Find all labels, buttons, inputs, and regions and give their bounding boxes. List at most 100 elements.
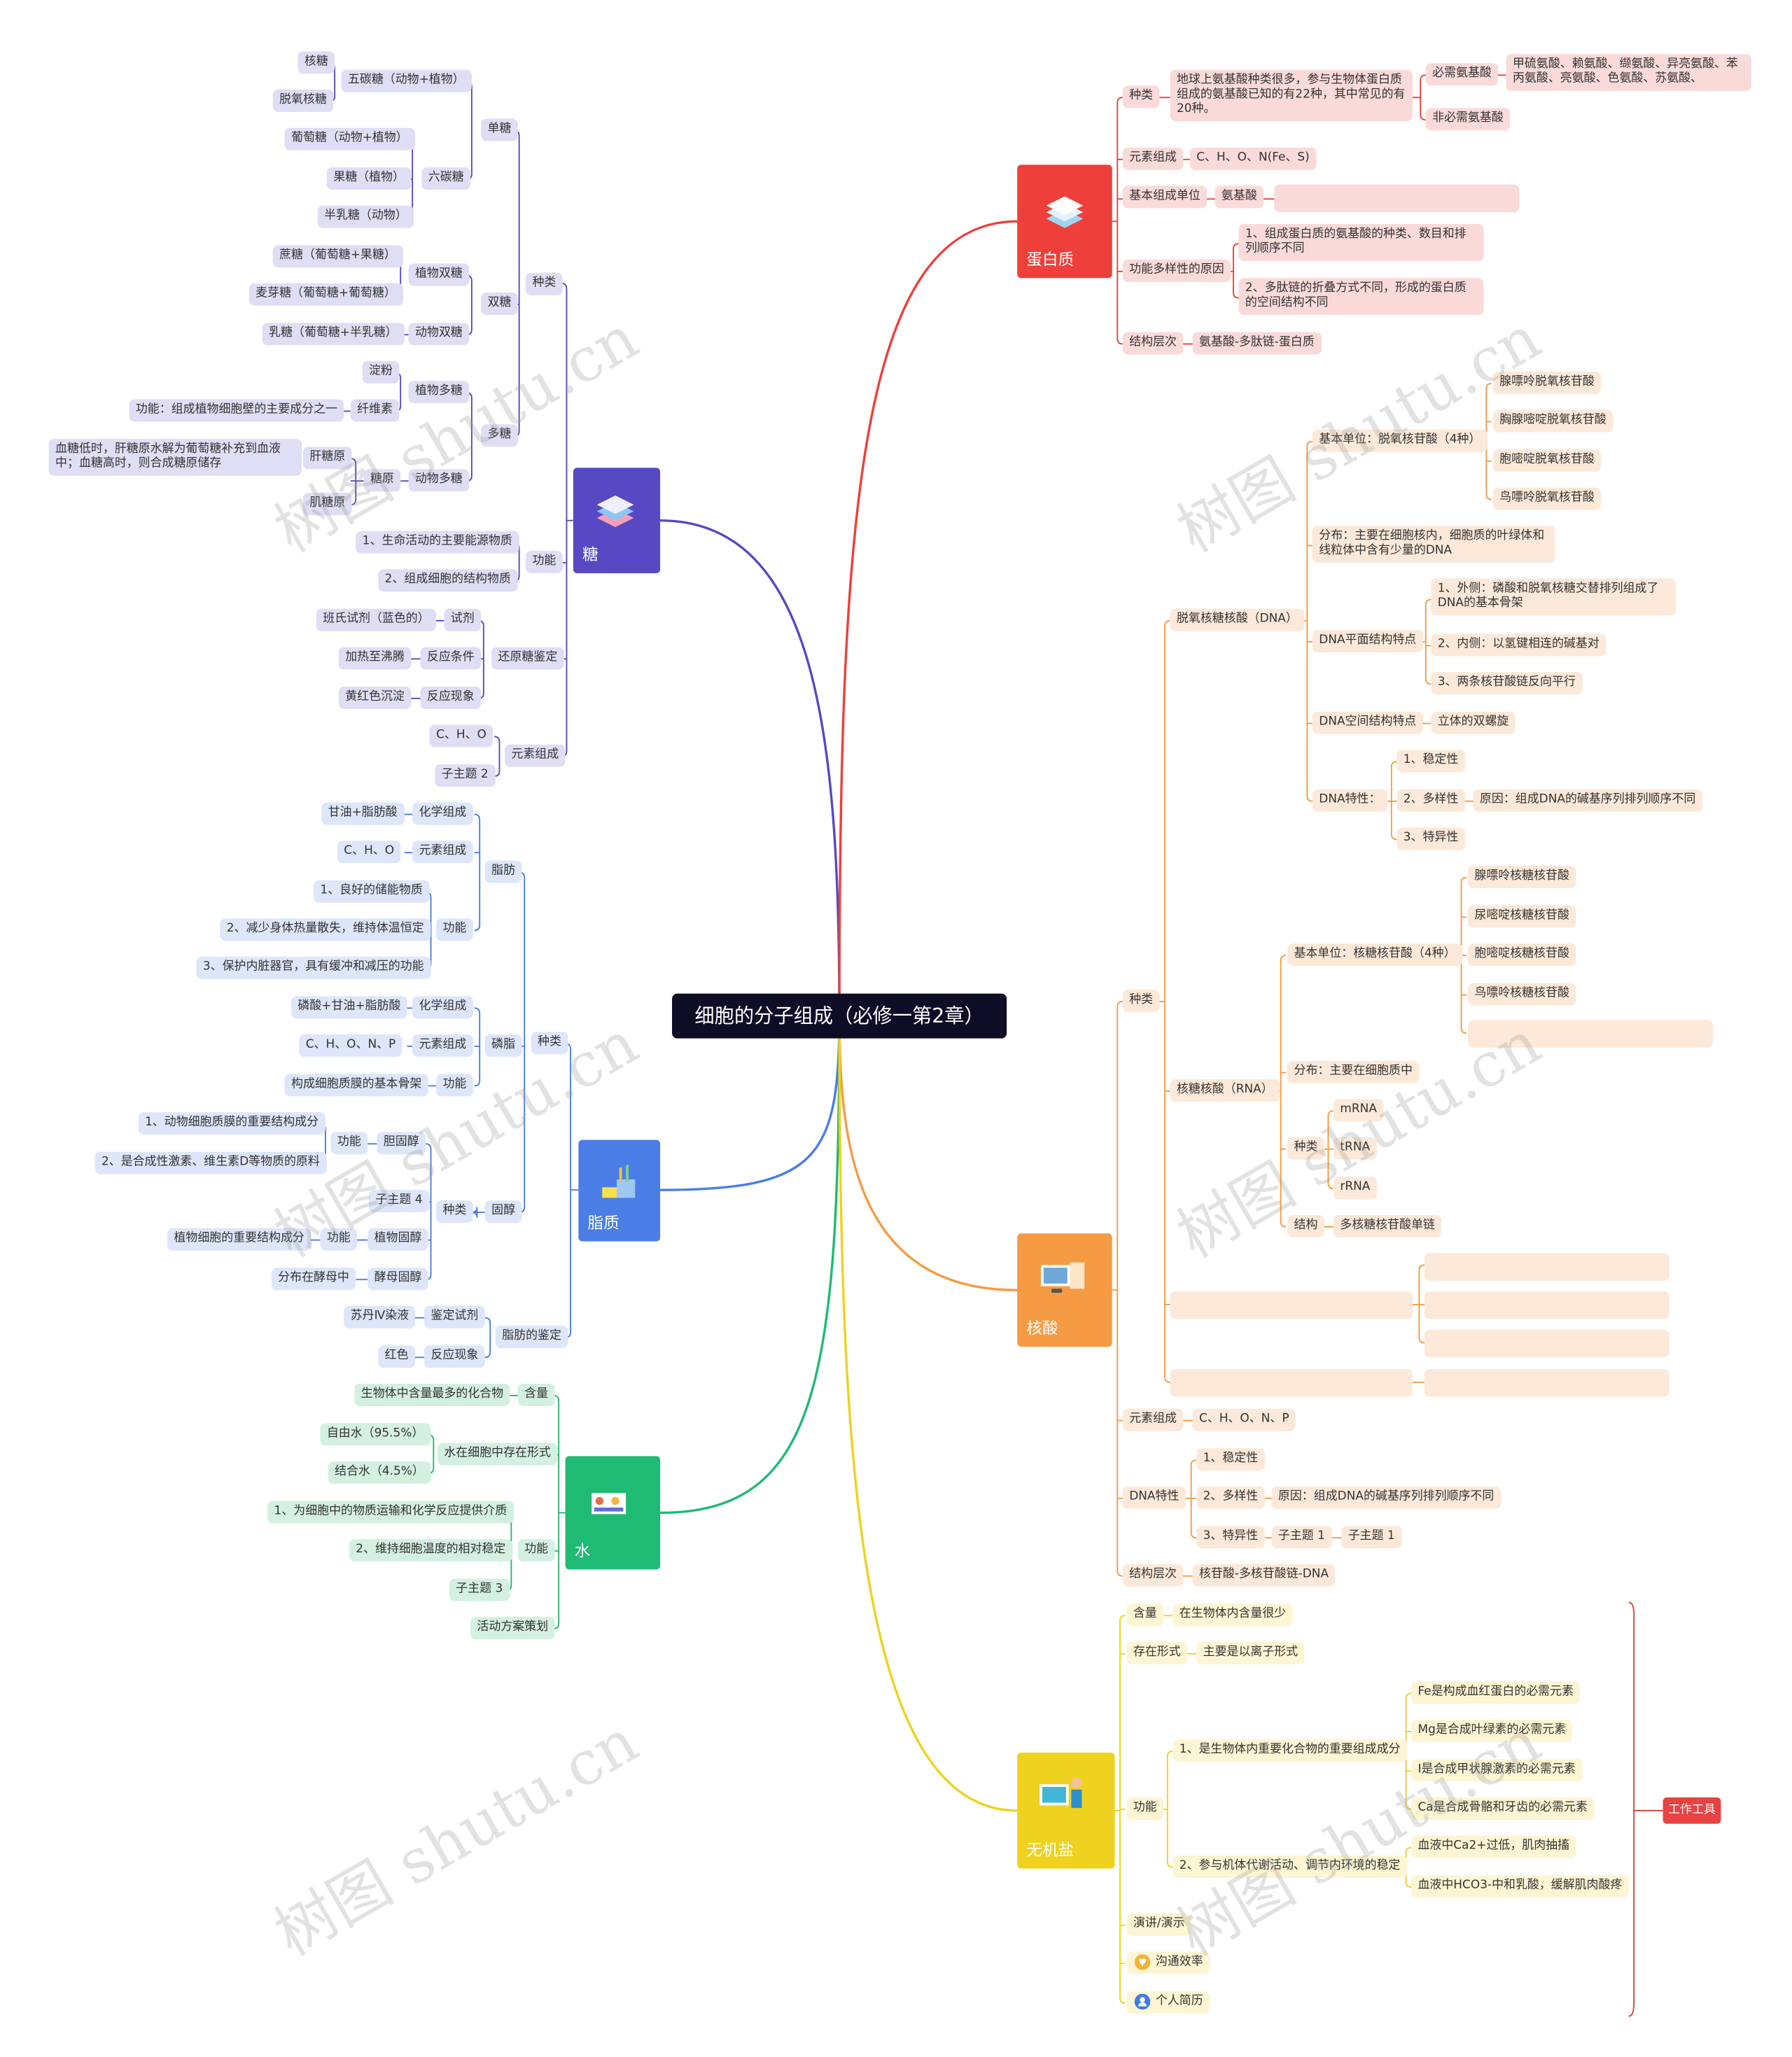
branch-water[interactable]: 水: [565, 1456, 661, 1570]
water-function-2[interactable]: 2、维持细胞温度的相对稳定: [349, 1539, 512, 1562]
nucleic-dna-distribution[interactable]: 分布：主要在细胞核内，细胞质的叶绿体和线粒体中含有少量的DNA: [1312, 526, 1555, 563]
nucleic-blank-node-2[interactable]: [1424, 1253, 1670, 1282]
nucleic-rna-nucleotide-2[interactable]: 尿嘧啶核糖核苷酸: [1467, 905, 1576, 928]
sugar-boil[interactable]: 加热至沸腾: [338, 647, 412, 670]
lipid-chol-function[interactable]: 功能: [330, 1132, 368, 1155]
protein-diversity-2[interactable]: 2、多肽链的折叠方式不同，形成的蛋白质的空间结构不同: [1238, 278, 1484, 315]
nucleic-rna-nucleotide-1[interactable]: 腺嘌呤核糖核苷酸: [1467, 865, 1576, 889]
nucleic-dna-property-3[interactable]: 3、特异性: [1396, 827, 1465, 850]
lipid-red[interactable]: 红色: [378, 1345, 415, 1368]
branch-lipid[interactable]: 脂质: [578, 1139, 661, 1242]
nucleic-property-3-subtopic[interactable]: 子主题 1: [1271, 1526, 1332, 1549]
lipid-fat-f3[interactable]: 3、保护内脏器官，具有缓冲和减压的功能: [196, 956, 431, 979]
protein-blank-node[interactable]: [1274, 184, 1520, 213]
nucleic-dna-property-reason[interactable]: 原因：组成DNA的碱基序列排列顺序不同: [1473, 789, 1702, 812]
protein-unit[interactable]: 基本组成单位: [1122, 185, 1208, 209]
salt-efficiency[interactable]: 沟通效率: [1126, 1951, 1210, 1974]
salt-function-1[interactable]: 1、是生物体内重要化合物的重要组成成分: [1172, 1739, 1407, 1762]
nucleic-property-2[interactable]: 2、多样性: [1196, 1486, 1265, 1509]
salt-form[interactable]: 存在形式: [1126, 1641, 1188, 1664]
sugar-liver-glycogen-function[interactable]: 血糖低时，肝糖原水解为葡萄糖补充到血液中；血糖高时，则合成糖原储存: [48, 438, 302, 476]
branch-protein[interactable]: 蛋白质: [1017, 164, 1112, 279]
lipid-fat-chem[interactable]: 化学组成: [412, 802, 473, 825]
nucleic-elements-value[interactable]: C、H、O、N、P: [1192, 1408, 1296, 1431]
lipid-fat-cho[interactable]: C、H、O: [337, 841, 401, 864]
lipid-phospho-elements[interactable]: 元素组成: [412, 1034, 473, 1058]
salt-ca-low[interactable]: 血液中Ca2+过低，肌肉抽搐: [1411, 1835, 1576, 1858]
water-subtopic-3[interactable]: 子主题 3: [449, 1578, 510, 1601]
lipid-sudan[interactable]: 苏丹Ⅳ染液: [344, 1305, 416, 1328]
nucleic-rna-unit[interactable]: 基本单位：核糖核苷酸（4种）: [1287, 943, 1462, 967]
water-free[interactable]: 自由水（95.5%）: [320, 1423, 430, 1446]
protein-levels[interactable]: 结构层次: [1122, 332, 1184, 355]
salt-function[interactable]: 功能: [1126, 1797, 1164, 1820]
sugar-subtopic-2[interactable]: 子主题 2: [435, 764, 496, 787]
nucleic-dna[interactable]: 脱氧核糖核酸（DNA）: [1170, 608, 1305, 631]
lipid-plant-sterol-value[interactable]: 植物细胞的重要结构成分: [167, 1228, 312, 1251]
protein-levels-value[interactable]: 氨基酸-多肽链-蛋白质: [1192, 332, 1322, 355]
nucleic-blank-node-5[interactable]: [1170, 1369, 1413, 1397]
salt-fe[interactable]: Fe是构成血红蛋白的必需元素: [1411, 1681, 1581, 1704]
lipid-phospholipid[interactable]: 磷脂: [484, 1034, 522, 1058]
sugar-monosaccharide[interactable]: 单糖: [481, 118, 518, 141]
water-content-value[interactable]: 生物体中含量最多的化合物: [354, 1383, 510, 1406]
lipid-plant-sterol-function[interactable]: 功能: [320, 1228, 358, 1251]
nucleic-dna-plane[interactable]: DNA平面结构特点: [1312, 629, 1423, 652]
branch-sugar[interactable]: 糖: [573, 468, 661, 574]
nucleic-rna-kinds[interactable]: 种类: [1287, 1137, 1324, 1160]
nucleic-blank-node-6[interactable]: [1424, 1369, 1670, 1397]
nucleic-blank-node-3[interactable]: [1424, 1291, 1670, 1319]
sugar-benedict-reagent[interactable]: 班氏试剂（蓝色的）: [316, 608, 437, 631]
sugar-elements[interactable]: 元素组成: [504, 744, 566, 767]
sugar-kinds[interactable]: 种类: [526, 272, 563, 295]
water-function[interactable]: 功能: [517, 1539, 555, 1562]
salt-mg[interactable]: Mg是合成叶绿素的必需元素: [1411, 1720, 1573, 1743]
nucleic-rna-distribution[interactable]: 分布：主要在细胞质中: [1287, 1060, 1420, 1083]
lipid-plant-sterol[interactable]: 植物固醇: [368, 1228, 428, 1251]
nucleic-property[interactable]: DNA特性: [1122, 1486, 1186, 1509]
sugar-reducing-test[interactable]: 还原糖鉴定: [491, 647, 564, 670]
sugar-pentose[interactable]: 五碳糖（动物+植物）: [341, 69, 472, 92]
nucleic-blank-node-4[interactable]: [1424, 1329, 1670, 1358]
nucleic-property-3-subtopic-2[interactable]: 子主题 1: [1341, 1526, 1402, 1549]
lipid-chol-f1[interactable]: 1、动物细胞质膜的重要结构成分: [138, 1112, 326, 1135]
lipid-ident-phenomenon[interactable]: 反应现象: [424, 1345, 485, 1368]
protein-elements[interactable]: 元素组成: [1122, 147, 1184, 170]
protein-diversity-1[interactable]: 1、组成蛋白质的氨基酸的种类、数目和排列顺序不同: [1238, 224, 1484, 261]
branch-nucleic[interactable]: 核酸: [1017, 1233, 1112, 1347]
nucleic-property-1[interactable]: 1、稳定性: [1196, 1448, 1265, 1471]
tool-topic[interactable]: 工作工具: [1662, 1797, 1721, 1824]
nucleic-dna-space[interactable]: DNA空间结构特点: [1312, 711, 1423, 734]
sugar-muscle-glycogen[interactable]: 肌糖原: [302, 493, 352, 516]
nucleic-dna-plane-1[interactable]: 1、外侧：磷酸和脱氧核糖交替排列组成了DNA的基本骨架: [1431, 578, 1676, 616]
nucleic-levels-value[interactable]: 核苷酸-多核苷酸链-DNA: [1192, 1564, 1336, 1587]
nucleic-rna-blank-node[interactable]: [1467, 1020, 1714, 1048]
nucleic-dna-property-2[interactable]: 2、多样性: [1396, 789, 1465, 812]
lipid-phospho-elements-value[interactable]: C、H、O、N、P: [299, 1034, 402, 1058]
sugar-function[interactable]: 功能: [526, 551, 563, 574]
nucleic-blank-node-1[interactable]: [1170, 1291, 1413, 1319]
sugar-cellulose[interactable]: 纤维素: [350, 399, 400, 422]
lipid-yeast-sterol-value[interactable]: 分布在酵母中: [271, 1268, 356, 1291]
sugar-sucrose[interactable]: 蔗糖（葡萄糖+果糖）: [272, 245, 403, 268]
protein-essential[interactable]: 必需氨基酸: [1425, 63, 1499, 86]
water-content[interactable]: 含量: [517, 1383, 555, 1406]
sugar-galactose[interactable]: 半乳糖（动物）: [317, 205, 414, 228]
nucleic-dna-nucleotide-4[interactable]: 鸟嘌呤脱氧核苷酸: [1492, 487, 1602, 510]
salt-ca[interactable]: Ca是合成骨骼和牙齿的必需元素: [1411, 1797, 1595, 1820]
lipid-fat-function[interactable]: 功能: [436, 918, 473, 941]
lipid-phospho-chem[interactable]: 化学组成: [412, 996, 473, 1019]
sugar-phenomenon[interactable]: 反应现象: [420, 686, 482, 709]
nucleic-dna-unit[interactable]: 基本单位：脱氧核苷酸（4种）: [1312, 429, 1488, 452]
protein-essential-list[interactable]: 甲硫氨酸、赖氨酸、缬氨酸、异亮氨酸、苯丙氨酸、亮氨酸、色氨酸、苏氨酸、: [1506, 54, 1751, 91]
lipid-sterol-kinds[interactable]: 种类: [436, 1200, 473, 1223]
sugar-plant-polysaccharide[interactable]: 植物多糖: [408, 381, 470, 404]
nucleic-rrna[interactable]: rRNA: [1333, 1177, 1377, 1200]
nucleic-property-3[interactable]: 3、特异性: [1196, 1526, 1265, 1549]
sugar-animal-polysaccharide[interactable]: 动物多糖: [408, 469, 470, 492]
nucleic-dna-space-value[interactable]: 立体的双螺旋: [1431, 711, 1516, 734]
lipid-fat-f2[interactable]: 2、减少身体热量散失，维持体温恒定: [220, 918, 431, 941]
sugar-glycogen[interactable]: 糖原: [363, 469, 401, 492]
lipid-subtopic-4[interactable]: 子主题 4: [369, 1190, 429, 1213]
nucleic-rna[interactable]: 核糖核酸（RNA）: [1170, 1079, 1280, 1102]
